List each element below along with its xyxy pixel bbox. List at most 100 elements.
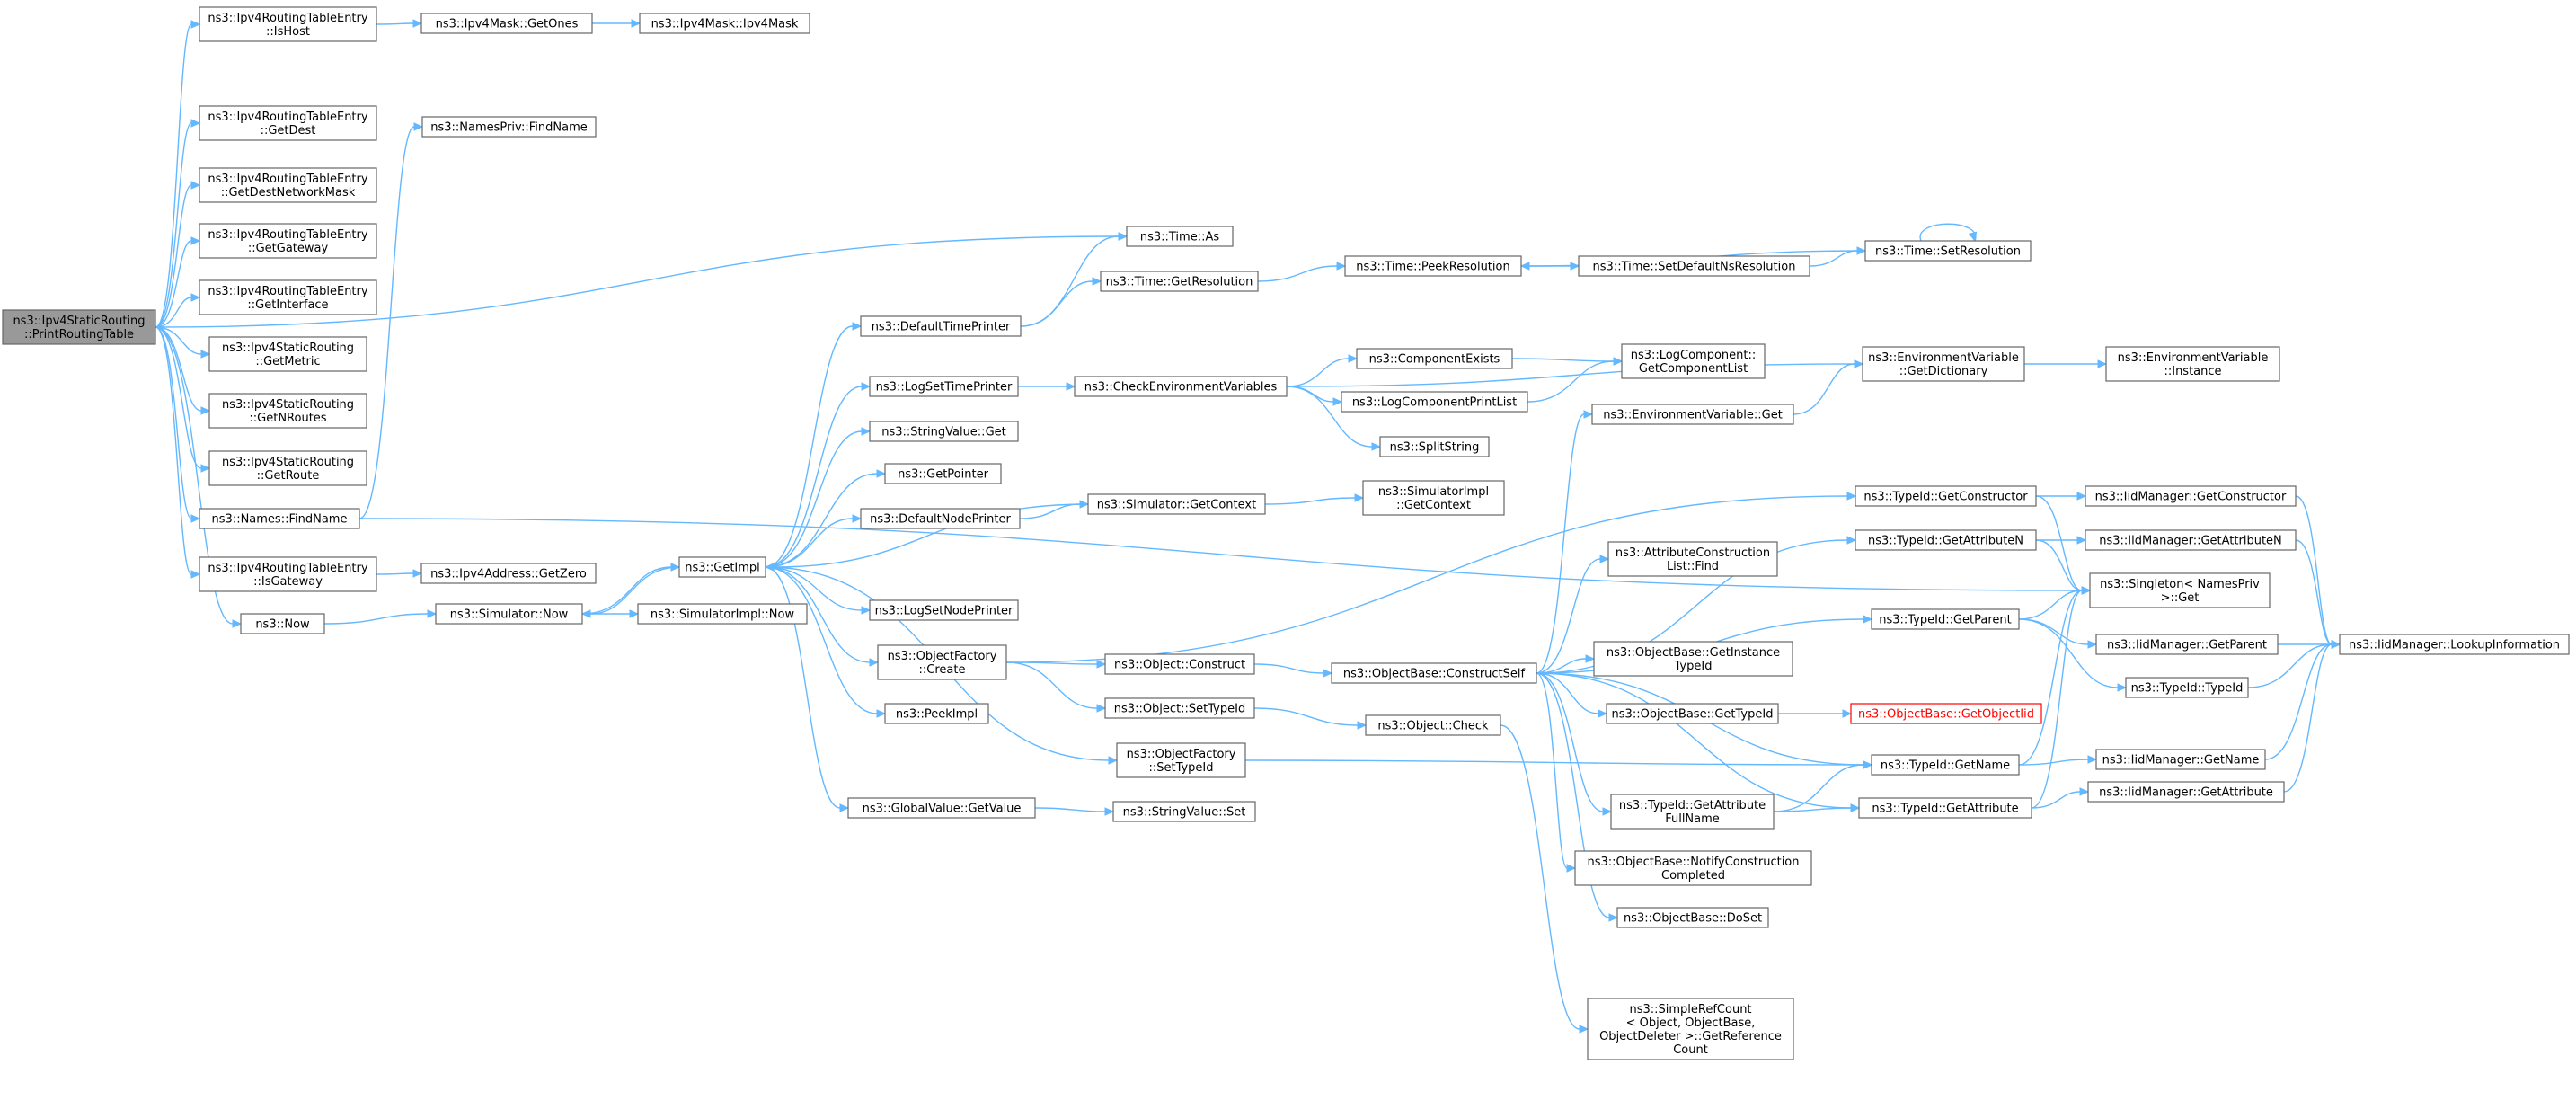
function-node-objBaseGetTypeId[interactable]: ns3::ObjectBase::GetTypeId bbox=[1606, 703, 1779, 724]
function-node-getNRoutes[interactable]: ns3::Ipv4StaticRouting::GetNRoutes bbox=[208, 393, 367, 429]
function-node-maskGetOnes[interactable]: ns3::Ipv4Mask::GetOnes bbox=[420, 13, 593, 34]
node-label: ns3::Ipv4StaticRouting bbox=[13, 315, 145, 328]
function-node-root[interactable]: ns3::Ipv4StaticRouting::PrintRoutingTabl… bbox=[2, 309, 156, 345]
function-node-envVarGetDict[interactable]: ns3::EnvironmentVariable::GetDictionary bbox=[1862, 346, 2025, 382]
node-label: ::GetInterface bbox=[247, 298, 328, 312]
arrowhead-icon bbox=[1863, 615, 1873, 624]
node-label: ns3::LogSetNodePrinter bbox=[875, 605, 1014, 618]
node-box bbox=[2339, 634, 2570, 655]
function-node-logCompGetList[interactable]: ns3::LogComponent::GetComponentList bbox=[1621, 343, 1766, 379]
function-node-objFactorySetTypeId[interactable]: ns3::ObjectFactory::SetTypeId bbox=[1116, 742, 1246, 778]
function-node-typeIdGetName[interactable]: ns3::TypeId::GetName bbox=[1871, 754, 2020, 776]
function-node-objBaseDoSet[interactable]: ns3::ObjectBase::DoSet bbox=[1616, 907, 1769, 928]
node-label: ns3::Ipv4RoutingTableEntry bbox=[208, 228, 367, 242]
arrowhead-icon bbox=[2081, 586, 2092, 595]
function-node-objSetTypeId[interactable]: ns3::Object::SetTypeId bbox=[1104, 697, 1255, 719]
function-node-now[interactable]: ns3::Now bbox=[240, 613, 325, 634]
function-node-maskCtor[interactable]: ns3::Ipv4Mask::Ipv4Mask bbox=[639, 13, 810, 34]
function-node-iidGetParent[interactable]: ns3::IidManager::GetParent bbox=[2095, 634, 2279, 655]
function-node-objCheck[interactable]: ns3::Object::Check bbox=[1365, 714, 1501, 736]
edge-line bbox=[2295, 495, 2333, 645]
function-node-typeIdTypeId[interactable]: ns3::TypeId::TypeId bbox=[2125, 677, 2249, 698]
arrowhead-icon bbox=[852, 322, 863, 331]
function-node-iidGetAttr[interactable]: ns3::IidManager::GetAttribute bbox=[2087, 781, 2285, 803]
function-node-getInterface[interactable]: ns3::Ipv4RoutingTableEntry::GetInterface bbox=[199, 280, 377, 315]
function-node-isGateway[interactable]: ns3::Ipv4RoutingTableEntry::IsGateway bbox=[199, 556, 377, 592]
arrowhead-icon bbox=[200, 464, 211, 473]
function-node-componentExists[interactable]: ns3::ComponentExists bbox=[1356, 348, 1513, 369]
function-node-iidLookup[interactable]: ns3::IidManager::LookupInformation bbox=[2339, 634, 2570, 655]
function-node-logCompPrintList[interactable]: ns3::LogComponentPrintList bbox=[1341, 391, 1528, 413]
function-node-iidGetCtor[interactable]: ns3::IidManager::GetConstructor bbox=[2085, 485, 2297, 507]
arrowhead-icon bbox=[876, 469, 887, 478]
function-node-splitString[interactable]: ns3::SplitString bbox=[1379, 436, 1490, 457]
call-edge bbox=[1286, 386, 1382, 451]
function-node-checkEnvVars[interactable]: ns3::CheckEnvironmentVariables bbox=[1074, 376, 1288, 397]
node-label: FullName bbox=[1665, 812, 1720, 826]
edge-line bbox=[155, 326, 192, 575]
node-box bbox=[208, 336, 367, 372]
node-label: ns3::ObjectBase::GetTypeId bbox=[1612, 708, 1774, 722]
function-node-getPointer[interactable]: ns3::GetPointer bbox=[884, 463, 1002, 484]
function-node-timePeekRes[interactable]: ns3::Time::PeekResolution bbox=[1344, 255, 1522, 277]
function-node-simImplGetContext[interactable]: ns3::SimulatorImpl::GetContext bbox=[1362, 480, 1505, 516]
function-node-simpleRefCount[interactable]: ns3::SimpleRefCount< Object, ObjectBase,… bbox=[1587, 998, 1794, 1060]
function-node-timeAs[interactable]: ns3::Time::As bbox=[1126, 226, 1234, 247]
function-node-logSetTimePrinter[interactable]: ns3::LogSetTimePrinter bbox=[869, 376, 1019, 397]
function-node-typeIdGetParent[interactable]: ns3::TypeId::GetParent bbox=[1871, 608, 2020, 630]
node-label: ::Create bbox=[919, 663, 966, 677]
function-node-timeSetRes[interactable]: ns3::Time::SetResolution bbox=[1864, 240, 2032, 262]
function-node-envVarInstance[interactable]: ns3::EnvironmentVariable::Instance bbox=[2105, 346, 2280, 382]
function-node-objBaseGetObjectIid[interactable]: ns3::ObjectBase::GetObjectIid bbox=[1850, 703, 2042, 724]
function-node-singletonGet[interactable]: ns3::Singleton< NamesPriv>::Get bbox=[2089, 572, 2271, 608]
function-node-defNodePrinter[interactable]: ns3::DefaultNodePrinter bbox=[860, 508, 1021, 529]
function-node-gvGetValue[interactable]: ns3::GlobalValue::GetValue bbox=[847, 797, 1036, 819]
function-node-objBaseNotify[interactable]: ns3::ObjectBase::NotifyConstructionCompl… bbox=[1574, 850, 1812, 886]
function-node-iidGetAttrN[interactable]: ns3::IidManager::GetAttributeN bbox=[2085, 529, 2297, 551]
function-node-iidGetName[interactable]: ns3::IidManager::GetName bbox=[2095, 749, 2266, 770]
function-node-objFactoryCreate[interactable]: ns3::ObjectFactory::Create bbox=[877, 644, 1007, 680]
function-node-getMetric[interactable]: ns3::Ipv4StaticRouting::GetMetric bbox=[208, 336, 367, 372]
node-label: ns3::TypeId::GetConstructor bbox=[1863, 491, 2028, 504]
function-node-peekImpl[interactable]: ns3::PeekImpl bbox=[884, 703, 989, 724]
function-node-typeIdGetAttr[interactable]: ns3::TypeId::GetAttribute bbox=[1858, 797, 2032, 819]
function-node-stringValueSet[interactable]: ns3::StringValue::Set bbox=[1112, 801, 1256, 822]
node-label: ns3::Names::FindName bbox=[212, 513, 348, 527]
function-node-addrGetZero[interactable]: ns3::Ipv4Address::GetZero bbox=[420, 563, 597, 584]
node-box bbox=[1116, 742, 1246, 778]
function-node-getGateway[interactable]: ns3::Ipv4RoutingTableEntry::GetGateway bbox=[199, 223, 377, 259]
function-node-stringValueGet[interactable]: ns3::StringValue::Get bbox=[869, 421, 1019, 442]
edge-line bbox=[1286, 358, 1350, 387]
function-node-namesFind[interactable]: ns3::Names::FindName bbox=[199, 508, 360, 529]
node-box bbox=[639, 13, 810, 34]
function-node-getImpl[interactable]: ns3::GetImpl bbox=[678, 556, 766, 578]
function-node-timeGetRes[interactable]: ns3::Time::GetResolution bbox=[1100, 271, 1259, 292]
arrowhead-icon bbox=[1348, 354, 1359, 363]
function-node-defTimePrinter[interactable]: ns3::DefaultTimePrinter bbox=[860, 315, 1022, 337]
function-node-typeIdGetAttrN[interactable]: ns3::TypeId::GetAttributeN bbox=[1855, 529, 2037, 551]
node-box bbox=[1356, 348, 1513, 369]
function-node-getDestMask[interactable]: ns3::Ipv4RoutingTableEntry::GetDestNetwo… bbox=[199, 167, 377, 203]
call-edge bbox=[1020, 277, 1102, 327]
function-node-objBaseConstructSelf[interactable]: ns3::ObjectBase::ConstructSelf bbox=[1331, 662, 1537, 684]
function-node-logSetNodePrinter[interactable]: ns3::LogSetNodePrinter bbox=[869, 599, 1019, 621]
call-edge bbox=[1527, 357, 1624, 403]
node-box bbox=[2085, 529, 2297, 551]
function-node-objConstruct[interactable]: ns3::Object::Construct bbox=[1104, 653, 1255, 675]
function-node-typeIdGetCtor[interactable]: ns3::TypeId::GetConstructor bbox=[1855, 485, 2037, 507]
call-edge bbox=[1536, 410, 1594, 674]
function-node-getRoute[interactable]: ns3::Ipv4StaticRouting::GetRoute bbox=[208, 450, 367, 486]
function-node-simImplNow[interactable]: ns3::SimulatorImpl::Now bbox=[637, 603, 808, 625]
function-node-namesPrivFind[interactable]: ns3::NamesPriv::FindName bbox=[421, 116, 597, 138]
function-node-isHost[interactable]: ns3::Ipv4RoutingTableEntry::IsHost bbox=[199, 6, 377, 42]
function-node-simGetContext[interactable]: ns3::Simulator::GetContext bbox=[1087, 493, 1266, 515]
arrowhead-icon bbox=[1842, 709, 1853, 718]
function-node-simNow[interactable]: ns3::Simulator::Now bbox=[435, 603, 583, 625]
node-label: ns3::ObjectBase::GetInstance bbox=[1607, 646, 1780, 660]
function-node-timeSetDefNsRes[interactable]: ns3::Time::SetDefaultNsResolution bbox=[1578, 255, 1810, 277]
function-node-envVarGet[interactable]: ns3::EnvironmentVariable::Get bbox=[1591, 404, 1794, 425]
function-node-getDest[interactable]: ns3::Ipv4RoutingTableEntry::GetDest bbox=[199, 105, 377, 141]
